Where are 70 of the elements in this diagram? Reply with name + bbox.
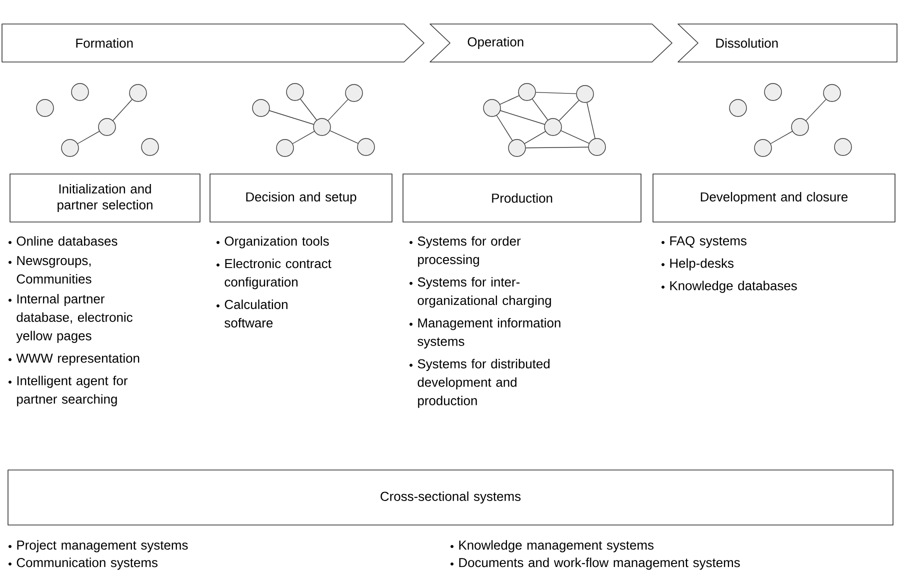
list-item: Communication systems [8,558,158,570]
network-circle [129,84,147,102]
phase-banner: Operation [430,24,672,62]
list-item: Organization tools [216,236,329,248]
network-circle [61,139,79,157]
network-circle [754,139,772,157]
network-link [330,130,358,144]
phase-box: Cross-sectional systems [8,470,894,526]
network-link [328,99,348,121]
network-link [500,110,545,125]
list-item: Management information systems [410,318,560,348]
list-item: Online databases [8,236,118,246]
network-circle [98,118,116,136]
network-circle [357,138,375,156]
network-link [500,95,520,105]
network-link [806,99,826,121]
list-item: Help-desks [662,258,734,270]
network-circle [791,118,809,136]
network-circle [345,84,363,102]
network-link [558,100,580,121]
phase-box: Development and closure [652,174,896,222]
network-circle [823,84,841,102]
network-link [526,146,588,148]
network-link [770,131,793,144]
network-circle [518,83,536,101]
network-link [496,115,513,141]
network-circle [834,138,852,156]
network-circle [276,139,294,157]
network-circle [313,118,331,136]
list-item: FAQ systems [662,236,746,248]
network-circle [483,99,501,117]
network-link [77,131,100,144]
list-item: Project management systems [8,540,188,552]
network-circle [588,138,606,156]
network-circle [764,83,782,101]
list-item: Systems for order processing [410,236,521,267]
network-link [292,131,315,144]
network-circle [252,99,270,117]
phase-banner: Dissolution [678,24,898,62]
list-item: Documents and work-flow management systems [450,558,740,570]
list-item: Electronic contract configuration [216,258,332,290]
list-item: Systems for distributed development and production [410,358,550,408]
list-item: Systems for inter-organizational charging [410,277,551,308]
phase-box: Initialization and partner selection [10,174,200,222]
network-link [532,98,548,120]
network-circle [141,138,159,156]
list-item: Internal partner database, electronic yellow pages [8,294,132,343]
network-link [112,99,132,121]
network-link [524,131,546,144]
network-link [560,130,590,144]
network-circle [36,99,54,117]
network-link [586,102,596,139]
network-circle [729,99,747,117]
network-circle [71,83,89,101]
network-circle [576,85,594,103]
phase-box: Production [402,174,642,222]
list-item: Knowledge management systems [450,540,654,552]
list-item: Newsgroups, Communities [8,256,92,284]
network-link [536,92,576,94]
list-item: Knowledge databases [662,280,797,293]
network-circle [508,139,526,157]
list-item: Intelligent agent for partner searching [8,376,128,406]
network-link [300,98,317,120]
network-link [269,110,314,125]
phase-box: Decision and setup [210,174,392,222]
network-circle [544,118,562,136]
list-item: Calculation software [216,300,288,328]
network-circle [286,83,304,101]
phase-banner: Formation [2,24,424,62]
list-item: WWW representation [8,353,140,366]
